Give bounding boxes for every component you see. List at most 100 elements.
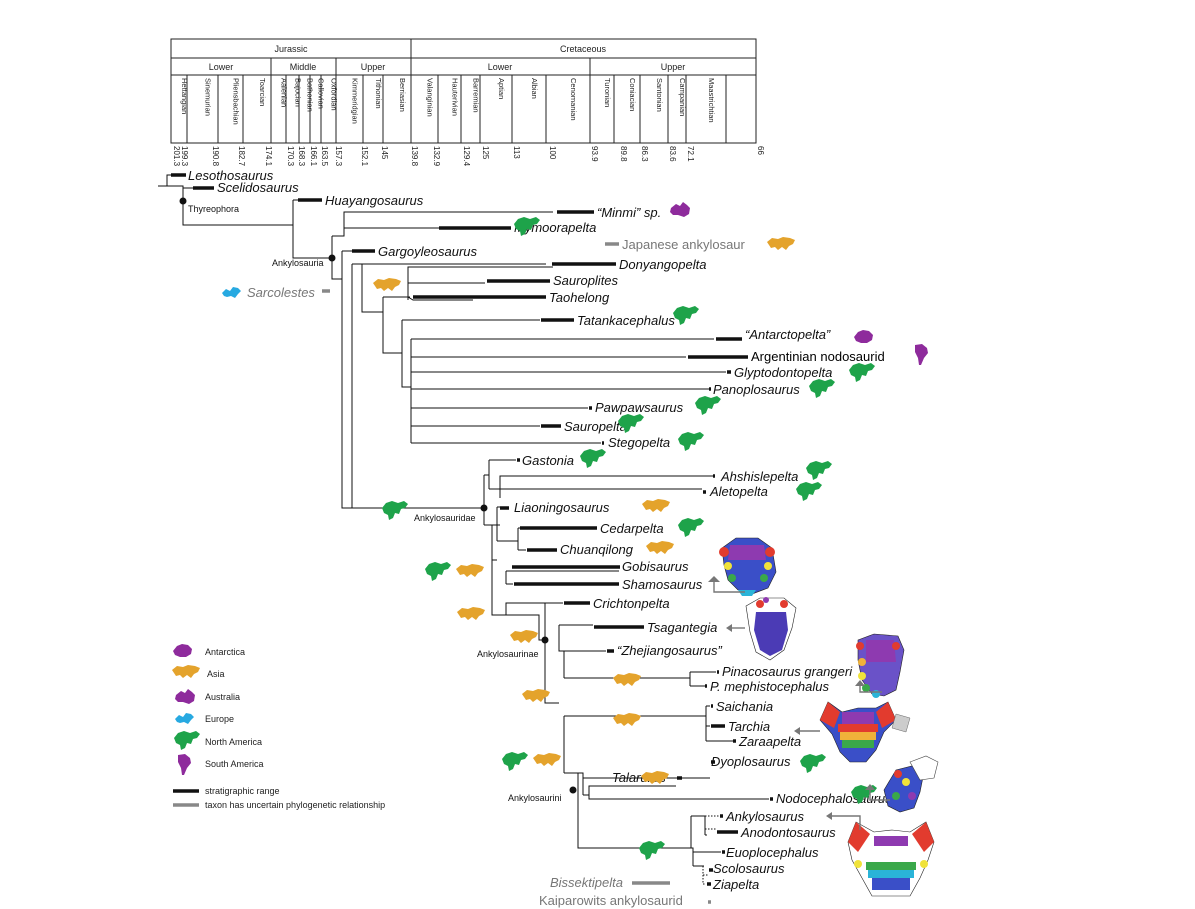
- timescale: [170, 38, 757, 144]
- stage-label: Sinemurian: [204, 78, 213, 116]
- asia-icon: [613, 713, 641, 726]
- age-label: 72.1: [686, 146, 695, 162]
- asia-icon: [533, 753, 561, 766]
- dotted-branches: [702, 815, 720, 885]
- stage-label: Pliensbachian: [232, 78, 241, 125]
- age-label: 93.9: [590, 146, 599, 162]
- north-america-icon: [425, 562, 451, 581]
- taxon-anodontosaurus: Anodontosaurus: [740, 825, 836, 840]
- taxon-aletopelta: Aletopelta: [709, 484, 768, 499]
- period-cretaceous: Cretaceous: [560, 44, 607, 54]
- stage-label: Toarcian: [258, 78, 267, 106]
- stage-label: Tithonian: [374, 78, 383, 109]
- epoch-lower-jurassic: Lower: [209, 62, 234, 72]
- range-bars: [171, 173, 773, 886]
- north-america-icon: [849, 363, 875, 382]
- australia-icon: [670, 202, 690, 217]
- age-label: 168.3: [297, 146, 306, 167]
- taxon-scelidosaurus: Scelidosaurus: [217, 180, 299, 195]
- taxon-shamosaurus: Shamosaurus: [622, 577, 703, 592]
- age-label: 166.1: [309, 146, 318, 167]
- north-america-icon: [678, 432, 704, 451]
- taxon-argentinian-nodosaurid: Argentinian nodosaurid: [751, 349, 885, 364]
- taxon-gobisaurus: Gobisaurus: [622, 559, 689, 574]
- asia-icon: [642, 499, 670, 512]
- taxon-stegopelta: Stegopelta: [608, 435, 670, 450]
- north-america-icon: [695, 396, 721, 415]
- north-america-icon: [382, 501, 408, 520]
- stage-label: Kimmeridgian: [351, 78, 360, 124]
- legend-north-america: North America: [205, 737, 262, 747]
- node-label-ankylosaurini: Ankylosaurini: [508, 793, 562, 803]
- taxon-taohelong: Taohelong: [549, 290, 610, 305]
- age-label: 190.8: [211, 146, 220, 167]
- taxon-tatankacephalus: Tatankacephalus: [577, 313, 675, 328]
- north-america-icon: [800, 754, 826, 773]
- age-label: 139.8: [410, 146, 419, 167]
- age-label: 86.3: [640, 146, 649, 162]
- epoch-lower-cretaceous: Lower: [488, 62, 513, 72]
- node-label-thyreophora: Thyreophora: [188, 204, 239, 214]
- north-america-icon: [580, 449, 606, 468]
- skull-tarchia: [819, 701, 911, 763]
- taxon-saichania: Saichania: [716, 699, 773, 714]
- epoch-middle-jurassic: Middle: [290, 62, 317, 72]
- stage-label: Bajocian: [294, 78, 303, 107]
- stage-label: Hettangian: [180, 78, 189, 114]
- node-label-ankylosaurinae: Ankylosaurinae: [477, 649, 539, 659]
- age-label: 83.6: [668, 146, 677, 162]
- taxon-ziapelta: Ziapelta: [712, 877, 759, 892]
- taxon-huayangosaurus: Huayangosaurus: [325, 193, 424, 208]
- skull-gobisaurus: [719, 537, 777, 596]
- legend-antarctica: Antarctica: [205, 647, 245, 657]
- stage-label: Hauterivian: [451, 78, 460, 116]
- age-label: 100: [548, 146, 557, 160]
- taxon-crichtonpelta: Crichtonpelta: [593, 596, 670, 611]
- age-label: 145: [380, 146, 389, 160]
- north-america-icon: [796, 482, 822, 501]
- australia-icon: [175, 689, 195, 704]
- taxon-minmi: “Minmi” sp.: [597, 205, 661, 220]
- age-label: 113: [512, 146, 521, 159]
- skull-tsagantegia: [745, 597, 797, 661]
- stage-label: Aptian: [497, 78, 506, 99]
- north-america-icon: [806, 461, 832, 480]
- taxon-ahshislepelta: Ahshislepelta: [720, 469, 798, 484]
- antarctica-icon: [173, 644, 192, 657]
- legend: Antarctica Asia Australia Europe North A…: [172, 644, 385, 810]
- period-labels: Jurassic Cretaceous Lower Middle Upper L…: [209, 44, 686, 72]
- asia-icon: [510, 630, 538, 643]
- taxon-euoplocephalus: Euoplocephalus: [726, 845, 819, 860]
- legend-stratigraphic-range: stratigraphic range: [205, 786, 280, 796]
- taxon-dyoplosaurus: Dyoplosaurus: [711, 754, 791, 769]
- taxon-antarctopelta: “Antarctopelta”: [745, 327, 831, 342]
- north-america-icon: [678, 518, 704, 537]
- taxon-sauropelta: Sauropelta: [564, 419, 627, 434]
- legend-europe: Europe: [205, 714, 234, 724]
- taxon-liaoningosaurus: Liaoningosaurus: [514, 500, 610, 515]
- stage-label: Callovian: [317, 78, 326, 109]
- north-america-icon: [673, 306, 699, 325]
- stage-label: Maastrichtian: [707, 78, 716, 123]
- stage-label: Aalenian: [280, 78, 289, 107]
- age-label: 132.9: [432, 146, 441, 167]
- north-america-icon: [639, 841, 665, 860]
- taxon-pinacosaurus: Pinacosaurus grangeri: [722, 664, 853, 679]
- legend-uncertain: taxon has uncertain phylogenetic relatio…: [205, 800, 385, 810]
- stage-label: Oxfordian: [330, 78, 339, 111]
- stage-label: Valanginian: [426, 78, 435, 117]
- asia-icon: [613, 673, 641, 686]
- europe-icon: [222, 287, 241, 298]
- taxon-p-mephistocephalus: P. mephistocephalus: [710, 679, 830, 694]
- taxon-sauroplites: Sauroplites: [553, 273, 619, 288]
- taxon-zaraapelta: Zaraapelta: [738, 734, 801, 749]
- taxon-sarcolestes: Sarcolestes: [247, 285, 315, 300]
- period-jurassic: Jurassic: [274, 44, 308, 54]
- taxon-ankylosaurus: Ankylosaurus: [725, 809, 805, 824]
- taxon-nodocephalosaurus: Nodocephalosaurus: [776, 791, 892, 806]
- epoch-upper-jurassic: Upper: [361, 62, 386, 72]
- age-label: 163.5: [320, 146, 329, 167]
- taxon-lesothosaurus: Lesothosaurus: [188, 168, 274, 183]
- asia-icon: [457, 607, 485, 620]
